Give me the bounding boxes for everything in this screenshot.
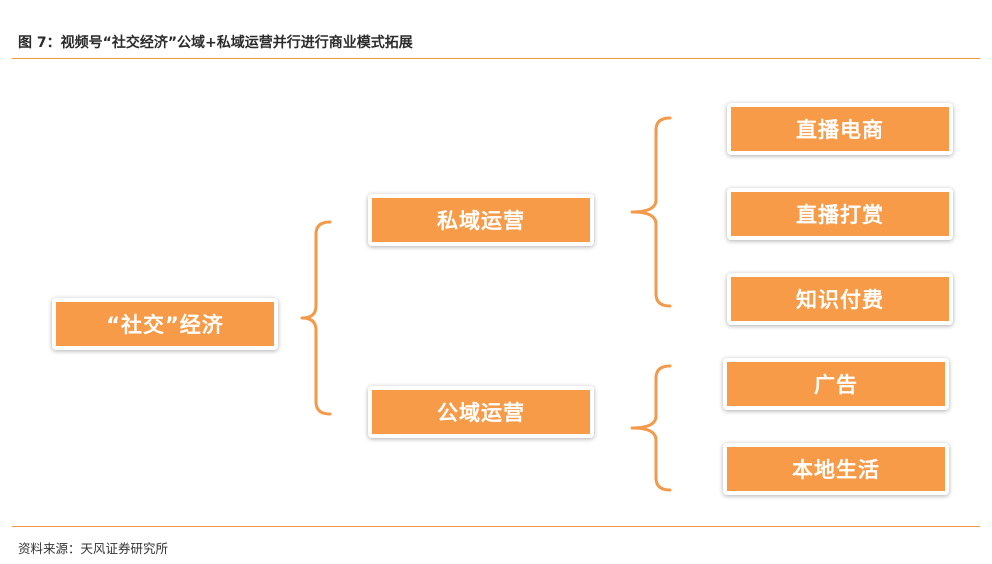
node-live-tipping: 直播打赏: [727, 188, 953, 240]
bracket-private: [630, 116, 672, 308]
node-knowledge-payment: 知识付费: [727, 273, 953, 325]
node-local-life: 本地生活: [723, 443, 949, 495]
node-root: “社交”经济: [52, 298, 278, 350]
node-public-domain: 公域运营: [368, 386, 594, 438]
header-divider: [12, 58, 980, 59]
figure-title: 图 7：视频号“社交经济”公域+私域运营并行进行商业模式拓展: [18, 35, 413, 51]
bracket-root: [300, 220, 332, 416]
footer-divider: [12, 526, 980, 527]
node-private-domain: 私域运营: [368, 194, 594, 246]
node-live-ecommerce: 直播电商: [727, 103, 953, 155]
node-advertising: 广告: [723, 358, 949, 410]
bracket-public: [630, 364, 672, 492]
source-note: 资料来源：天风证券研究所: [18, 541, 169, 556]
